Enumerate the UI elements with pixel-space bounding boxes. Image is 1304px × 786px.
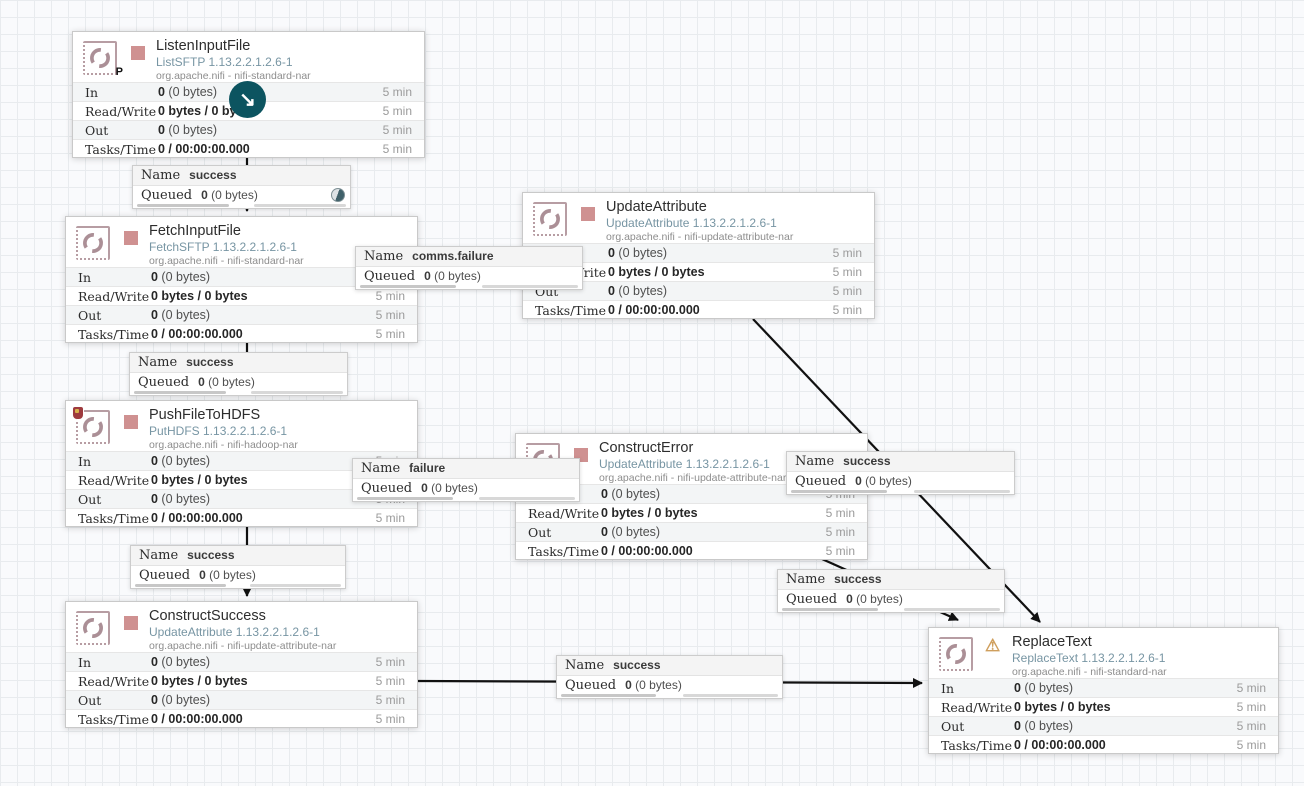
processor-bundle: org.apache.nifi - nifi-hadoop-nar <box>149 439 298 451</box>
queue-usage-bars <box>134 391 343 394</box>
stat-row-out: Out 0 (0 bytes) 5 min <box>73 120 424 139</box>
stat-row-out: Out 0 (0 bytes) 5 min <box>523 281 874 300</box>
processor-name: UpdateAttribute <box>606 199 707 215</box>
processor-stamp-icon <box>533 202 567 236</box>
processor-stamp-icon: P <box>83 41 123 78</box>
processor-name: ConstructSuccess <box>149 608 266 624</box>
connection-name: comms.failure <box>412 249 494 263</box>
restricted-shield-icon <box>72 406 84 420</box>
queue-usage-bars <box>360 285 578 288</box>
stat-row-tasks-time: Tasks/Time 0 / 00:00:00.000 5 min <box>516 541 867 560</box>
stat-row-out: Out 0 (0 bytes) 5 min <box>66 690 417 709</box>
connection-name: success <box>843 454 891 468</box>
processor-card-listeninputfile[interactable]: P ListenInputFile ListSFTP 1.13.2.2.1.2.… <box>72 31 425 158</box>
processor-card-updateattribute[interactable]: UpdateAttribute UpdateAttribute 1.13.2.2… <box>522 192 875 319</box>
stat-row-in: In 0 (0 bytes) 5 min <box>929 678 1278 697</box>
processor-type: UpdateAttribute 1.13.2.2.1.2.6-1 <box>606 216 777 230</box>
queue-usage-bars <box>782 608 1000 611</box>
processor-bundle: org.apache.nifi - nifi-update-attribute-… <box>606 231 794 243</box>
invalid-warning-icon: ⚠ <box>985 636 1001 655</box>
processor-name: ListenInputFile <box>156 38 251 54</box>
stat-row-tasks-time: Tasks/Time 0 / 00:00:00.000 5 min <box>523 300 874 319</box>
stopped-state-icon <box>124 415 138 429</box>
processor-bundle: org.apache.nifi - nifi-standard-nar <box>1012 666 1167 678</box>
processor-stamp-icon <box>939 637 973 671</box>
stat-row-out: Out 0 (0 bytes) 5 min <box>66 489 417 508</box>
queued-count: 0 (0 bytes) <box>855 474 912 488</box>
stat-row-tasks-time: Tasks/Time 0 / 00:00:00.000 5 min <box>66 508 417 527</box>
connection-name: failure <box>409 461 446 475</box>
processor-type: ReplaceText 1.13.2.2.1.2.6-1 <box>1012 651 1166 665</box>
processor-name: PushFileToHDFS <box>149 407 261 423</box>
connection-name: success <box>186 355 234 369</box>
queued-count: 0 (0 bytes) <box>198 375 255 389</box>
queue-usage-bars <box>137 204 346 207</box>
processor-bundle: org.apache.nifi - nifi-standard-nar <box>149 255 304 267</box>
processor-card-replacetext[interactable]: ⚠ ReplaceText ReplaceText 1.13.2.2.1.2.6… <box>928 627 1279 754</box>
queue-usage-bars <box>561 694 778 697</box>
connection-name: success <box>187 548 235 562</box>
processor-type: FetchSFTP 1.13.2.2.1.2.6-1 <box>149 240 297 254</box>
processor-bundle: org.apache.nifi - nifi-update-attribute-… <box>149 640 337 652</box>
processor-bundle: org.apache.nifi - nifi-update-attribute-… <box>599 472 787 484</box>
processor-type: UpdateAttribute 1.13.2.2.1.2.6-1 <box>599 457 770 471</box>
queue-usage-bars <box>357 497 575 500</box>
processor-type: PutHDFS 1.13.2.2.1.2.6-1 <box>149 424 288 438</box>
stat-row-in: In 0 (0 bytes) 5 min <box>523 243 874 262</box>
stopped-state-icon <box>124 616 138 630</box>
stopped-state-icon <box>124 231 138 245</box>
queued-count: 0 (0 bytes) <box>199 568 256 582</box>
queued-count: 0 (0 bytes) <box>421 481 478 495</box>
stat-row-tasks-time: Tasks/Time 0 / 00:00:00.000 5 min <box>66 324 417 343</box>
processor-name: ReplaceText <box>1012 634 1092 650</box>
connection-name: success <box>189 168 237 182</box>
processor-bundle: org.apache.nifi - nifi-standard-nar <box>156 70 311 82</box>
stopped-state-icon <box>581 207 595 221</box>
stopped-state-icon <box>131 46 145 60</box>
stat-row-read-write: Read/Write 0 bytes / 0 bytes 5 min <box>516 503 867 522</box>
stat-row-tasks-time: Tasks/Time 0 / 00:00:00.000 5 min <box>73 139 424 158</box>
stat-row-tasks-time: Tasks/Time 0 / 00:00:00.000 5 min <box>66 709 417 728</box>
stat-row-out: Out 0 (0 bytes) 5 min <box>929 716 1278 735</box>
processor-name: ConstructError <box>599 440 694 456</box>
processor-stamp-icon <box>76 226 110 260</box>
queued-count: 0 (0 bytes) <box>625 678 682 692</box>
queue-usage-bars <box>791 490 1010 493</box>
processor-stamp-icon <box>76 611 110 645</box>
connection-name: success <box>834 572 882 586</box>
processor-card-constructsuccess[interactable]: ConstructSuccess UpdateAttribute 1.13.2.… <box>65 601 418 728</box>
processor-type: ListSFTP 1.13.2.2.1.2.6-1 <box>156 55 293 69</box>
primary-node-badge: P <box>115 66 123 78</box>
load-balance-icon <box>331 188 345 202</box>
queued-count: 0 (0 bytes) <box>846 592 903 606</box>
processor-type: UpdateAttribute 1.13.2.2.1.2.6-1 <box>149 625 320 639</box>
stat-row-read-write: Read/Write 0 bytes / 0 bytes 5 min <box>66 286 417 305</box>
stat-row-read-write: Read/Write 0 bytes / 0 bytes 5 min <box>929 697 1278 716</box>
stat-row-tasks-time: Tasks/Time 0 / 00:00:00.000 5 min <box>929 735 1278 754</box>
stat-row-read-write: Read/Write 0 bytes / 0 bytes 5 min <box>66 671 417 690</box>
processor-stamp-icon <box>72 406 110 444</box>
processor-name: FetchInputFile <box>149 223 241 239</box>
canvas-cursor-icon: ↘ <box>229 81 266 118</box>
queued-count: 0 (0 bytes) <box>424 269 481 283</box>
connection-name: success <box>613 658 661 672</box>
stat-row-out: Out 0 (0 bytes) 5 min <box>66 305 417 324</box>
queue-usage-bars <box>135 584 341 587</box>
stat-row-out: Out 0 (0 bytes) 5 min <box>516 522 867 541</box>
cursor-arrow-glyph: ↘ <box>239 89 256 111</box>
queued-count: 0 (0 bytes) <box>201 188 258 202</box>
stat-row-in: In 0 (0 bytes) 5 min <box>66 652 417 671</box>
